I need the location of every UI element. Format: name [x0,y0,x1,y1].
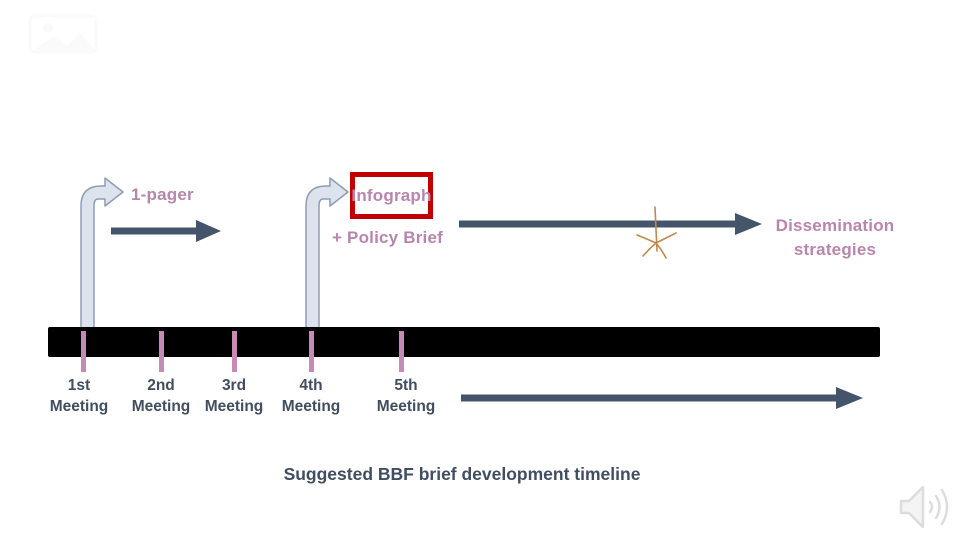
infograph-red-box: Infograph [350,172,433,219]
meeting-word: Meeting [131,398,191,415]
slide-caption: Suggested BBF brief development timeline [283,464,641,484]
bent-elbow-arrow-1 [80,177,124,332]
timeline-tick-5 [399,331,404,372]
meeting-ordinal: 4th [299,377,323,394]
meeting-label-4: 4th Meeting [271,375,351,417]
hand-drawn-asterisk [636,206,677,259]
speaker-icon[interactable] [897,483,955,533]
meeting-label-1: 1st Meeting [39,375,119,417]
timeline-tick-4 [309,331,314,372]
meeting-word: Meeting [49,398,109,415]
bottom-right-arrow [461,387,863,409]
meeting-ordinal: 2nd [147,377,175,394]
one-pager-label: 1-pager [131,185,194,204]
timeline-tick-3 [232,331,237,372]
dissemination-label: Dissemination strategies [775,216,895,259]
infograph-label: Infograph [351,185,432,205]
long-right-arrow [459,213,762,235]
meeting-label-5: 5th Meeting [366,375,446,417]
meeting-word: Meeting [204,398,264,415]
timeline-tick-2 [159,331,164,372]
meeting-ordinal: 3rd [221,377,247,394]
timeline-bar [48,327,880,357]
bent-elbow-arrow-2 [305,177,349,332]
policy-brief-label: + Policy Brief [332,228,443,247]
meeting-ordinal: 5th [394,377,418,394]
short-right-arrow [111,220,221,242]
meeting-ordinal: 1st [67,377,91,394]
meeting-word: Meeting [376,398,436,415]
timeline-tick-1 [81,331,86,372]
meeting-label-2: 2nd Meeting [121,375,201,417]
meeting-word: Meeting [281,398,341,415]
meeting-label-3: 3rd Meeting [194,375,274,417]
faint-picture-placeholder-icon [28,14,98,54]
